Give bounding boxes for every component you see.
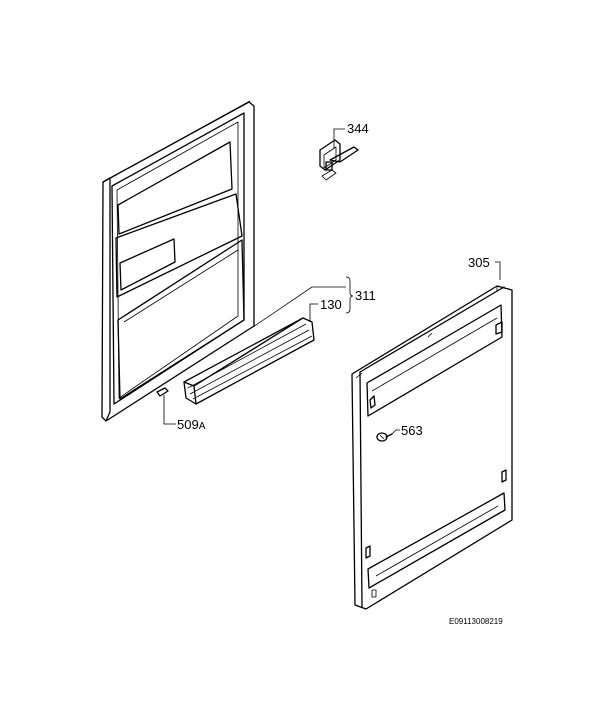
outer-door-panel <box>351 285 513 610</box>
screw-part <box>376 432 393 442</box>
callout-305: 305 <box>468 255 490 270</box>
leader-lines <box>163 128 501 435</box>
callout-311: 311 <box>355 288 376 303</box>
callout-labels: 344 305 311 130 563 509A E09113008219 <box>177 121 503 626</box>
callout-344: 344 <box>347 121 369 136</box>
callout-130: 130 <box>320 297 342 312</box>
door-seal-strip <box>156 317 315 405</box>
callout-509-suffix: A <box>199 421 206 432</box>
hinge-bracket-part <box>319 139 359 181</box>
drawing-code: E09113008219 <box>449 617 503 626</box>
callout-563: 563 <box>401 423 423 438</box>
callout-509: 509A <box>177 417 206 432</box>
callout-509-number: 509 <box>177 417 199 432</box>
inner-door-panel <box>101 100 255 422</box>
